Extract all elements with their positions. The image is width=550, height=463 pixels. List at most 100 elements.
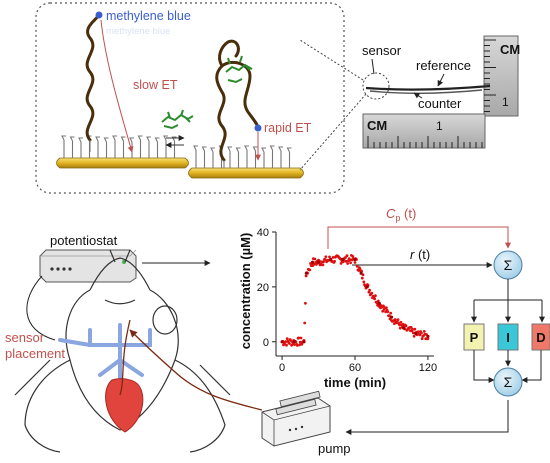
infusion-line-lower	[129, 329, 263, 411]
linker-molecule	[227, 146, 232, 168]
d-to-sum-line	[521, 350, 542, 383]
methylene-blue-reporter-left	[95, 11, 103, 19]
data-point-anchor	[302, 340, 306, 344]
linker-molecule	[201, 146, 207, 168]
data-point	[393, 322, 396, 325]
chart-x-label: time (min)	[324, 375, 386, 390]
data-point	[418, 333, 422, 337]
data-point	[285, 337, 289, 340]
zoom-callout	[299, 39, 390, 171]
data-point-anchor	[426, 334, 430, 338]
aptamer-sensor-panel: methylene blue methylene blue slow ET ra…	[35, 2, 345, 194]
free-target-molecule	[161, 109, 194, 130]
linker-molecule	[163, 135, 168, 158]
potentiostat-cable	[26, 275, 56, 341]
data-point	[422, 330, 426, 333]
ruler-ticks	[367, 39, 496, 148]
reference-wire	[365, 84, 491, 91]
data-point	[304, 301, 307, 305]
data-point-anchor	[389, 315, 394, 319]
rapid-et-label: rapid ET	[264, 121, 312, 135]
data-point	[368, 288, 371, 292]
data-point	[296, 344, 299, 347]
methylene-blue-reporter-right	[254, 124, 262, 132]
linker-molecule	[120, 136, 126, 158]
right-gold-electrode	[188, 145, 304, 179]
data-point	[417, 330, 420, 334]
data-point	[298, 343, 301, 347]
data-point-anchor	[329, 257, 333, 261]
linker-molecule	[235, 147, 241, 168]
data-point	[321, 263, 325, 267]
data-point	[351, 255, 355, 258]
y-tick-label: 0	[263, 337, 269, 349]
linker-molecule	[278, 146, 283, 168]
sensor-placement-label-line2: placement	[5, 346, 65, 361]
reference-pointer	[437, 73, 445, 87]
x-tick-label: 0	[279, 362, 285, 374]
ruler-digit-bottom: 1	[436, 119, 443, 133]
data-point-anchor	[365, 285, 369, 289]
y-tick-label: 40	[257, 227, 269, 239]
linker-molecule	[286, 147, 292, 168]
data-point	[284, 340, 288, 344]
linker-molecule	[171, 136, 177, 158]
ruler-vertical	[483, 35, 519, 117]
p-to-sum-line	[473, 350, 495, 383]
data-point-anchor	[341, 257, 345, 261]
ruler-digit-top: 1	[502, 95, 509, 109]
cp-label: Cp (t)	[386, 206, 416, 223]
data-point-anchor	[402, 326, 406, 330]
linker-molecule	[137, 135, 143, 158]
ruler-cm-top: CM	[500, 42, 520, 57]
x-tick-label: 120	[419, 362, 437, 374]
data-point	[346, 262, 350, 265]
pid-d-label: D	[536, 330, 545, 345]
data-point	[413, 327, 417, 331]
zoom-line-bottom	[299, 93, 367, 171]
r-label: r (t)	[410, 247, 430, 262]
chart-data-points	[280, 254, 430, 347]
data-point	[374, 294, 377, 298]
slow-et-arrow	[100, 19, 134, 153]
data-point	[396, 318, 400, 322]
data-point	[303, 321, 307, 325]
data-point	[345, 254, 349, 258]
ruler-photo: CM 1 CM 1 sensor reference counter	[362, 35, 520, 149]
sensor-placement-label-line1: sensor	[5, 330, 45, 345]
data-point	[320, 260, 323, 264]
sum-junction-output	[493, 367, 523, 397]
data-point	[349, 261, 352, 265]
linker-molecule	[210, 147, 215, 168]
linker-molecule	[261, 147, 266, 168]
methylene-blue-shadow-label: methylene blue	[106, 26, 170, 37]
infusion-line-upper	[119, 319, 131, 396]
linker-molecule	[193, 145, 198, 168]
data-point	[404, 324, 408, 328]
data-point	[297, 336, 301, 340]
data-point	[313, 257, 317, 261]
linker-molecule	[252, 146, 258, 168]
data-point	[323, 258, 327, 261]
ruler-horizontal	[362, 113, 486, 149]
data-point	[333, 259, 336, 263]
right-aptamer-strand-folded	[215, 60, 260, 162]
pid-p-label: P	[470, 330, 479, 345]
data-point	[322, 260, 325, 264]
closed-loop-panel: potentiostat	[5, 206, 550, 456]
counter-wire	[369, 89, 483, 94]
data-point-anchor	[292, 340, 296, 344]
data-point	[398, 323, 401, 327]
sum-symbol-bottom: Σ	[504, 374, 513, 390]
data-point	[339, 262, 343, 265]
data-point	[373, 297, 377, 301]
data-point	[376, 299, 380, 303]
chart-y-label: concentration (µM)	[238, 233, 253, 350]
data-point-anchor	[280, 340, 284, 344]
data-point	[348, 258, 352, 262]
data-point	[420, 337, 424, 341]
data-point	[426, 337, 430, 341]
data-point-anchor	[304, 271, 308, 275]
sensor-zoom-circle	[362, 72, 390, 100]
